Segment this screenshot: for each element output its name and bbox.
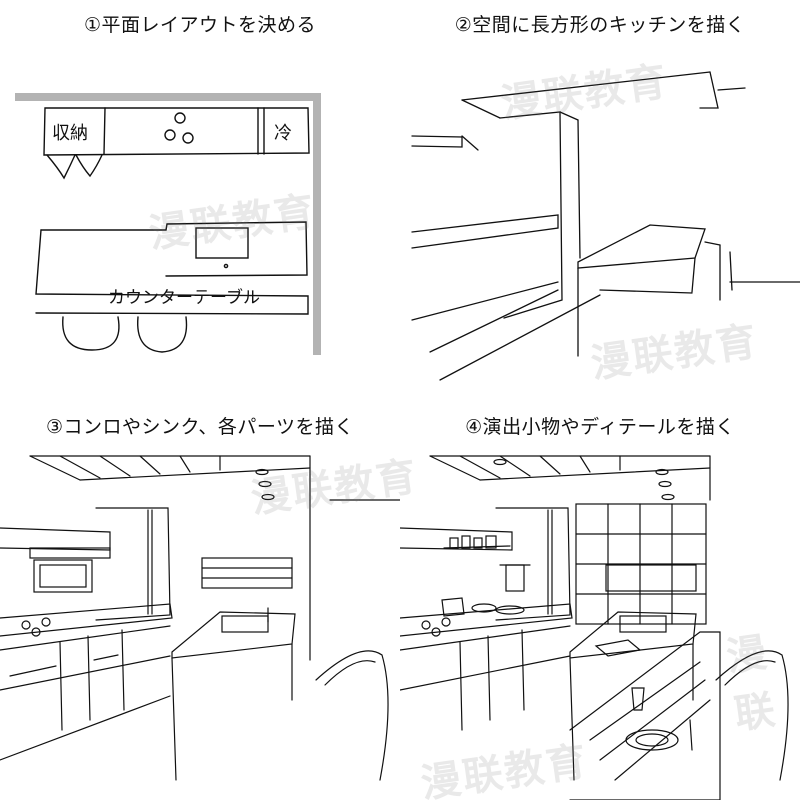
floor-line bbox=[439, 294, 601, 381]
pot bbox=[441, 597, 465, 617]
ceiling-far bbox=[717, 87, 746, 91]
step-title-2: ②空間に長方形のキッチンを描く bbox=[454, 14, 746, 36]
floor-line bbox=[0, 695, 171, 761]
sink bbox=[195, 227, 249, 259]
plate bbox=[625, 729, 679, 751]
range-hood bbox=[0, 527, 111, 551]
range-hood bbox=[400, 527, 513, 551]
window-with-items bbox=[605, 564, 697, 592]
towel bbox=[505, 564, 525, 592]
fridge-side bbox=[577, 119, 581, 259]
stool-left bbox=[62, 316, 120, 351]
panel-kitchen-boxes: ②空間に長方形のキッチンを描く bbox=[400, 0, 800, 400]
spotlight-3 bbox=[261, 493, 275, 501]
range-hood bbox=[411, 135, 463, 148]
island-top bbox=[171, 611, 296, 659]
door-swing-right bbox=[75, 154, 103, 178]
burner-right bbox=[182, 132, 194, 144]
island-base bbox=[599, 289, 693, 294]
wall-right bbox=[313, 93, 321, 355]
storage-divider bbox=[103, 107, 106, 155]
counter-top bbox=[0, 603, 173, 637]
island-sink bbox=[221, 615, 269, 633]
floor-plan-drawing bbox=[15, 93, 321, 355]
counter-table bbox=[35, 229, 309, 315]
pan bbox=[471, 603, 497, 613]
faucet bbox=[223, 263, 229, 269]
stool-right bbox=[137, 316, 188, 353]
fridge-front bbox=[499, 111, 563, 319]
counter-table-label: カウンターテーブル bbox=[108, 288, 260, 308]
kitchen-details-drawing bbox=[400, 455, 789, 800]
fridge-top bbox=[559, 111, 579, 121]
back-counter-top bbox=[411, 214, 559, 249]
step-title-3: ③コンロやシンク、各パーツを描く bbox=[46, 416, 354, 438]
island-sink bbox=[619, 615, 667, 633]
counter-top bbox=[400, 603, 573, 637]
range-hood-side bbox=[461, 135, 479, 151]
spotlight-2 bbox=[258, 480, 272, 488]
chair-back bbox=[315, 650, 389, 781]
fridge-label: 冷 bbox=[274, 123, 292, 144]
burner-top bbox=[174, 112, 186, 124]
island-counter bbox=[40, 221, 308, 277]
kitchen-boxes-drawing bbox=[411, 71, 800, 381]
floor-line-left bbox=[429, 289, 559, 353]
chair-back bbox=[715, 650, 789, 781]
window bbox=[201, 557, 293, 589]
spotlight-1 bbox=[255, 468, 269, 476]
island-top bbox=[569, 611, 697, 659]
burner-left bbox=[164, 129, 176, 141]
ceiling-beam bbox=[699, 71, 719, 109]
fork bbox=[689, 719, 693, 751]
storage-label: 収納 bbox=[52, 123, 88, 144]
panel-parts: ③コンロやシンク、各パーツを描く bbox=[0, 400, 400, 800]
wall-oven bbox=[33, 559, 93, 593]
back-counter-base bbox=[411, 281, 559, 321]
island-right bbox=[691, 257, 696, 293]
door-swing-left bbox=[46, 154, 76, 180]
fridge bbox=[495, 507, 571, 621]
dining-table bbox=[569, 631, 721, 800]
step-title-4: ④演出小物やディテールを描く bbox=[465, 416, 735, 438]
fridge bbox=[95, 507, 171, 621]
kitchen-parts-drawing bbox=[0, 455, 400, 781]
wall-corner-vertical bbox=[729, 251, 733, 291]
wall-oven-window bbox=[39, 564, 87, 588]
step-title-1: ①平面レイアウトを決める bbox=[83, 14, 317, 36]
glass bbox=[631, 687, 645, 711]
back-counter bbox=[43, 107, 310, 156]
open-book bbox=[594, 639, 642, 657]
ceiling-line bbox=[461, 71, 711, 101]
panel-details: ④演出小物やディテールを描く bbox=[400, 400, 800, 800]
island-top bbox=[577, 224, 706, 269]
island-shelf bbox=[704, 241, 721, 246]
panel-floor-plan: ①平面レイアウトを決める 収納 冷 bbox=[0, 0, 400, 400]
hood-panel bbox=[29, 547, 111, 559]
ceiling-edge bbox=[461, 99, 501, 119]
wall-top bbox=[15, 93, 321, 101]
